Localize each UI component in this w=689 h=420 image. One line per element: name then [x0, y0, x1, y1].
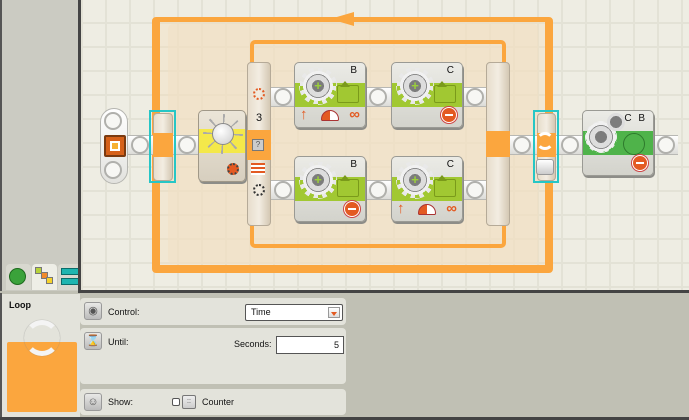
gear-icon: [299, 161, 337, 199]
show-label: Show:: [108, 397, 134, 407]
small-gear-icon: [607, 113, 625, 131]
beam-hole: [274, 88, 292, 106]
beam-hole: [274, 181, 292, 199]
hourglass-icon: ⌛: [84, 332, 102, 350]
plus-icon: +: [411, 78, 419, 93]
display-icon: ☺: [84, 393, 102, 411]
gear-icon: [299, 67, 337, 105]
gear-icon: [396, 67, 434, 105]
port-label: C: [446, 65, 456, 76]
loop-start-selection[interactable]: [149, 110, 176, 183]
loop-cycle-icon: [536, 132, 554, 150]
light-on-icon: [253, 88, 265, 100]
panel-divider: [78, 0, 81, 292]
loop-start-orange: [153, 133, 173, 157]
switch-merge-orange: [486, 131, 510, 157]
beam-hole: [561, 136, 579, 154]
beam-hole: [131, 136, 149, 154]
port-label: C B: [624, 113, 647, 124]
stop-icon: [344, 201, 360, 217]
beam-hole: [104, 161, 122, 179]
tab-complete-palette[interactable]: [32, 264, 57, 290]
direction-up-icon: [337, 175, 359, 197]
loop-arrow-left-icon: [330, 12, 354, 26]
stop-sensor-icon[interactable]: [536, 159, 554, 175]
config-title: Loop: [9, 300, 31, 310]
palette-panel: [0, 0, 80, 262]
port-label: B: [350, 65, 359, 76]
seconds-input[interactable]: 5: [276, 336, 344, 354]
port-label: C: [446, 159, 456, 170]
target-circle-icon: [623, 133, 645, 155]
direction-up-icon: [434, 175, 456, 197]
control-label: Control:: [108, 307, 140, 317]
loop-cycle-icon: [24, 320, 60, 356]
seconds-label: Seconds:: [234, 339, 272, 349]
beam-hole: [178, 136, 196, 154]
control-row: ◉ Control: Time: [80, 298, 346, 325]
motor-block-b-top[interactable]: + B ↑ ∞: [294, 62, 366, 128]
green-circle-icon: [9, 268, 26, 285]
beam-hole: [369, 88, 387, 106]
workspace-divider: [78, 290, 689, 293]
light-sensor-block[interactable]: [198, 110, 246, 182]
light-off-icon: [253, 184, 265, 196]
beam-hole: [466, 88, 484, 106]
beam-hole: [657, 136, 675, 154]
tab-common-palette[interactable]: [6, 264, 31, 290]
until-row: ⌛ Until: Seconds: 5: [80, 328, 346, 384]
plus-icon: +: [314, 172, 322, 187]
infinity-icon: ∞: [349, 106, 360, 123]
beam-hole: [513, 136, 531, 154]
lines-icon: [251, 163, 265, 175]
stop-icon: [441, 107, 457, 123]
plus-icon: +: [411, 172, 419, 187]
beam-hole: [466, 181, 484, 199]
stop-icon: [632, 155, 648, 171]
beam-hole: [369, 181, 387, 199]
control-select[interactable]: Time: [245, 304, 343, 321]
up-arrow-icon: ↑: [300, 106, 308, 123]
counter-label: Counter: [202, 397, 235, 407]
until-label: Until:: [108, 337, 129, 347]
question-icon: ?: [252, 139, 264, 151]
up-arrow-icon: ↑: [397, 200, 405, 217]
teal-bars-icon: [61, 268, 79, 286]
direction-up-icon: [337, 81, 359, 103]
colored-blocks-icon: [35, 267, 55, 287]
motor-block-c-bottom[interactable]: + C ↑ ∞: [391, 156, 463, 222]
beam-hole: [104, 112, 122, 130]
direction-up-icon: [434, 81, 456, 103]
gear-icon: [396, 161, 434, 199]
infinity-icon: ∞: [446, 200, 457, 217]
motor-block-b-bottom[interactable]: + B: [294, 156, 366, 222]
power-icon: [418, 204, 436, 215]
port-label: B: [350, 159, 359, 170]
switch-threshold: 3: [256, 112, 263, 124]
control-value: Time: [251, 307, 271, 317]
eye-icon: ◉: [84, 302, 102, 320]
plus-icon: +: [314, 78, 322, 93]
motor-block-c-top[interactable]: + C: [391, 62, 463, 128]
panel-bottom-border: [0, 417, 689, 420]
switch-frame: [250, 40, 506, 248]
sun-icon: [212, 123, 234, 145]
counter-icon: ::: [182, 395, 196, 409]
chevron-down-icon[interactable]: [328, 307, 340, 318]
power-icon: [321, 110, 339, 121]
start-icon: [104, 135, 126, 157]
counter-checkbox[interactable]: [172, 398, 180, 406]
show-row: ☺ Show: :: Counter: [80, 389, 346, 415]
light-dot-icon: [227, 163, 239, 175]
move-block-cb[interactable]: C B: [582, 110, 654, 176]
palette-tabs: [0, 262, 83, 291]
